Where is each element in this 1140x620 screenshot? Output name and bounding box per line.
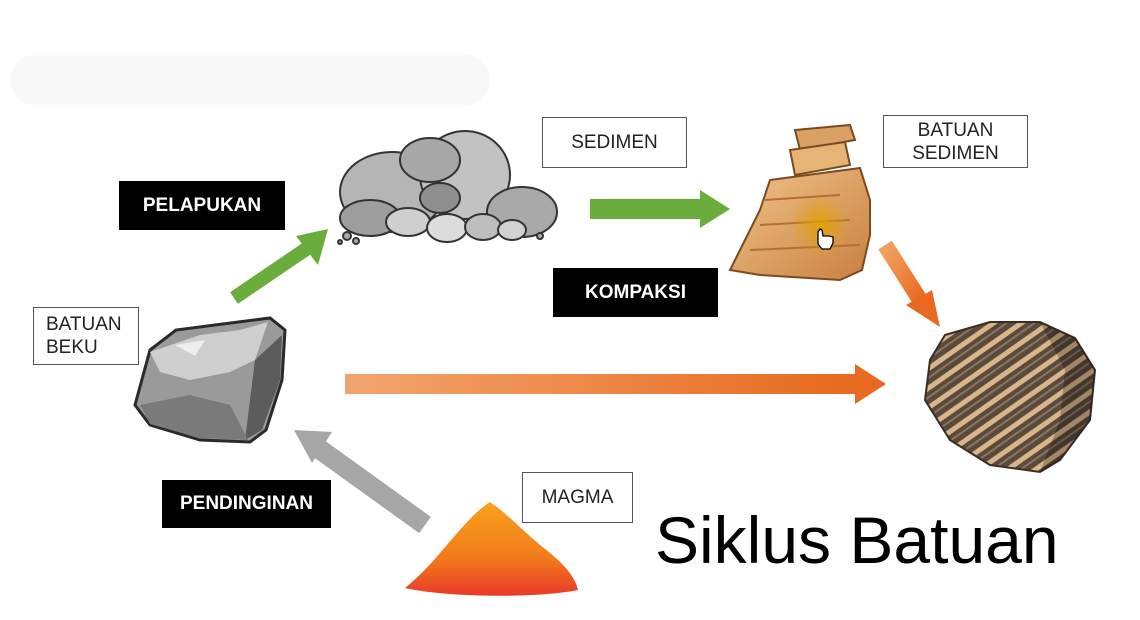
label-sedimen: SEDIMEN <box>542 117 687 168</box>
diagram-title: Siklus Batuan <box>655 503 1059 577</box>
arrow-pendinginan <box>294 430 431 534</box>
process-kompaksi: KOMPAKSI <box>553 268 718 317</box>
magma-icon <box>405 502 578 596</box>
process-pendinginan: PENDINGINAN <box>162 480 331 528</box>
process-pelapukan: PELAPUKAN <box>119 181 285 230</box>
metamorphic-rock-icon <box>923 321 1097 474</box>
label-batuan-beku: BATUAN BEKU <box>33 307 139 365</box>
hand-cursor-icon <box>817 228 834 250</box>
igneous-rock-icon <box>133 316 287 444</box>
arrow-to-metamorphic-horizontal <box>345 364 886 404</box>
label-batuan-sedimen: BATUAN SEDIMEN <box>883 115 1028 168</box>
arrow-to-metamorphic-diagonal <box>878 240 940 327</box>
sedimentary-rock-icon <box>728 123 871 282</box>
arrow-kompaksi <box>590 190 730 228</box>
faded-background-text <box>10 55 490 105</box>
arrow-pelapukan <box>230 229 328 304</box>
label-magma: MAGMA <box>522 472 633 523</box>
sediment-pile-icon <box>337 130 558 245</box>
